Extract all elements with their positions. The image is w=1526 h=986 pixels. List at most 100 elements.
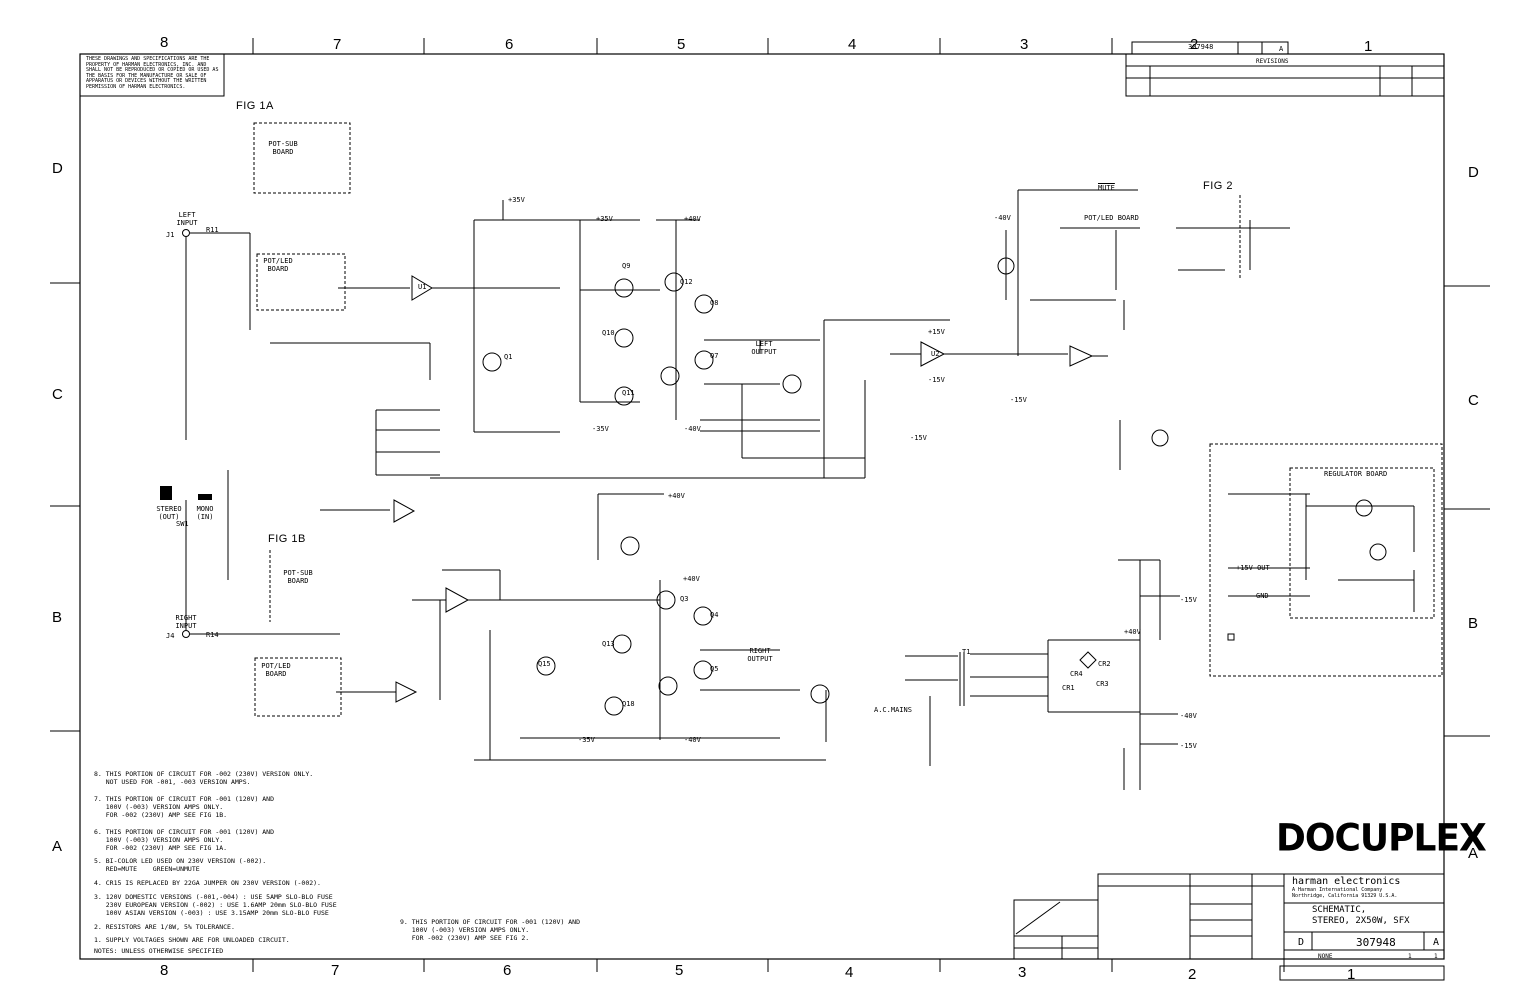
note-3: 3. 120V DOMESTIC VERSIONS (-001,-004) : … <box>94 893 337 917</box>
zone-bottom-2: 2 <box>1188 966 1197 983</box>
zone-left-b: B <box>52 609 63 626</box>
cr4-label: CR4 <box>1070 670 1083 678</box>
right-input-label: RIGHT INPUT <box>175 614 197 630</box>
ac-mains-label: A.C.MAINS <box>874 706 912 714</box>
minus15v-label-psu: -15V <box>1180 596 1197 604</box>
left-output-label: LEFT OUTPUT <box>751 340 777 356</box>
q10-label: Q10 <box>602 329 615 337</box>
r14-label: R14 <box>206 631 219 639</box>
plus15v-label: +15V <box>928 328 945 336</box>
plus40v-label-top: +40V <box>684 215 701 223</box>
fig-1a-title: FIG 1A <box>236 100 274 112</box>
title-line-1: SCHEMATIC, <box>1312 905 1367 915</box>
regulator-board-label: REGULATOR BOARD <box>1324 470 1388 478</box>
docuplex-logo: DOCUPLEX <box>1276 816 1487 861</box>
zone-bottom-8: 8 <box>160 962 169 979</box>
gnd-label: GND <box>1256 592 1269 600</box>
q5-label: Q5 <box>710 665 719 673</box>
minus15v-label-mute: -15V <box>1010 396 1027 404</box>
fig-2-title: FIG 2 <box>1203 180 1234 192</box>
pot-led-board-2-box <box>254 657 342 717</box>
q4-label: Q4 <box>710 611 719 619</box>
regulator-region-box <box>1209 443 1443 677</box>
left-channel-wiring <box>182 200 950 479</box>
zone-bottom-3: 3 <box>1018 964 1027 981</box>
plus40v-label-psu: +40V <box>1124 628 1141 636</box>
cr1-label: CR1 <box>1062 684 1075 692</box>
pot-sub-board-b-label: POT-SUB BOARD <box>283 569 313 585</box>
q15-label: Q15 <box>538 660 551 668</box>
note-4: 4. CR15 IS REPLACED BY 22GA JUMPER ON 23… <box>94 879 321 887</box>
zone-ticks-sides <box>50 282 1490 737</box>
stereo-switch-icon <box>160 486 172 500</box>
note-6: 6. THIS PORTION OF CIRCUIT FOR -001 (120… <box>94 828 275 852</box>
scale-value: NONE <box>1318 953 1333 960</box>
zone-bottom-7: 7 <box>331 962 340 979</box>
revisions-title: REVISIONS <box>1256 58 1289 65</box>
mono-label: MONO (IN) <box>196 505 214 521</box>
zone-ticks-bottom <box>252 959 1285 972</box>
q9-label: Q9 <box>622 262 631 270</box>
proprietary-notice: THESE DRAWINGS AND SPECIFICATIONS ARE TH… <box>86 56 219 90</box>
title-block-lines <box>1013 873 1445 981</box>
plus40v-label-low: +40V <box>683 575 700 583</box>
j1-label: J1 <box>166 231 175 239</box>
plus40v-label-mid: +40V <box>668 492 685 500</box>
zone-ticks-top <box>252 38 1113 54</box>
j4-label: J4 <box>166 632 175 640</box>
drawing-rev: A <box>1433 937 1440 948</box>
q3-label: Q3 <box>680 595 689 603</box>
sheet-number: 1 <box>1408 953 1412 960</box>
q13-label: Q13 <box>602 640 615 648</box>
drawing-number: 307948 <box>1356 936 1396 949</box>
right-output-label: RIGHT OUTPUT <box>747 647 773 663</box>
plus15v-out-label: +15V OUT <box>1236 564 1270 572</box>
power-supply-wiring <box>905 559 1180 790</box>
cr3-label: CR3 <box>1096 680 1109 688</box>
zone-left-d: D <box>52 160 63 177</box>
zone-top-4: 4 <box>848 36 857 53</box>
sw1-label: SW1 <box>176 520 189 528</box>
note-2: 2. RESISTORS ARE 1/8W, 5% TOLERANCE. <box>94 923 235 931</box>
zone-right-a: A <box>1468 845 1479 862</box>
title-line-2: STEREO, 2X50W, SFX <box>1312 916 1410 926</box>
mono-switch-icon <box>198 494 212 500</box>
sheet-border <box>79 53 1445 960</box>
pot-sub-board-a-label: POT-SUB BOARD <box>268 140 298 156</box>
note-5: 5. BI-COLOR LED USED ON 230V VERSION (-0… <box>94 857 267 873</box>
zone-left-c: C <box>52 386 63 403</box>
company-name: harman electronics <box>1292 876 1401 887</box>
minus40v-label-psu: -40V <box>1180 712 1197 720</box>
zone-bottom-4: 4 <box>845 964 854 981</box>
zone-top-3: 3 <box>1020 36 1029 53</box>
zone-right-c: C <box>1468 392 1479 409</box>
q12-label: Q12 <box>680 278 693 286</box>
mute-label: MUTE <box>1098 184 1115 192</box>
zone-left-a: A <box>52 838 63 855</box>
mute-circuit-wiring <box>890 189 1169 470</box>
pot-led-board-3-label: POT/LED BOARD <box>1084 214 1139 222</box>
fig2-wiring <box>1176 195 1290 280</box>
minus15v-label-u2: -15V <box>910 434 927 442</box>
pot-sub-board-a-box <box>253 122 351 194</box>
minus35v-label: -35V <box>592 425 609 433</box>
notes-heading: NOTES: UNLESS OTHERWISE SPECIFIED <box>94 947 224 955</box>
pot-led-board-1-box <box>256 253 346 311</box>
u1-label-top: U1 <box>418 283 427 291</box>
zone-top-6: 6 <box>505 36 514 53</box>
zone-bottom-1: 1 <box>1347 966 1356 983</box>
revision-doc-number: 307948 <box>1188 43 1214 51</box>
zone-right-b: B <box>1468 615 1479 632</box>
fig-1b-title: FIG 1B <box>268 533 306 545</box>
zone-top-1: 1 <box>1364 38 1373 55</box>
minus15v-label: -15V <box>928 376 945 384</box>
plus35v-label-top: +35V <box>596 215 613 223</box>
regulator-wiring <box>1227 493 1415 641</box>
zone-top-5: 5 <box>677 36 686 53</box>
regulator-board-box <box>1289 467 1435 619</box>
sheet-size: D <box>1298 937 1305 948</box>
sheet-total: 1 <box>1434 953 1438 960</box>
right-channel-wiring <box>182 470 830 761</box>
